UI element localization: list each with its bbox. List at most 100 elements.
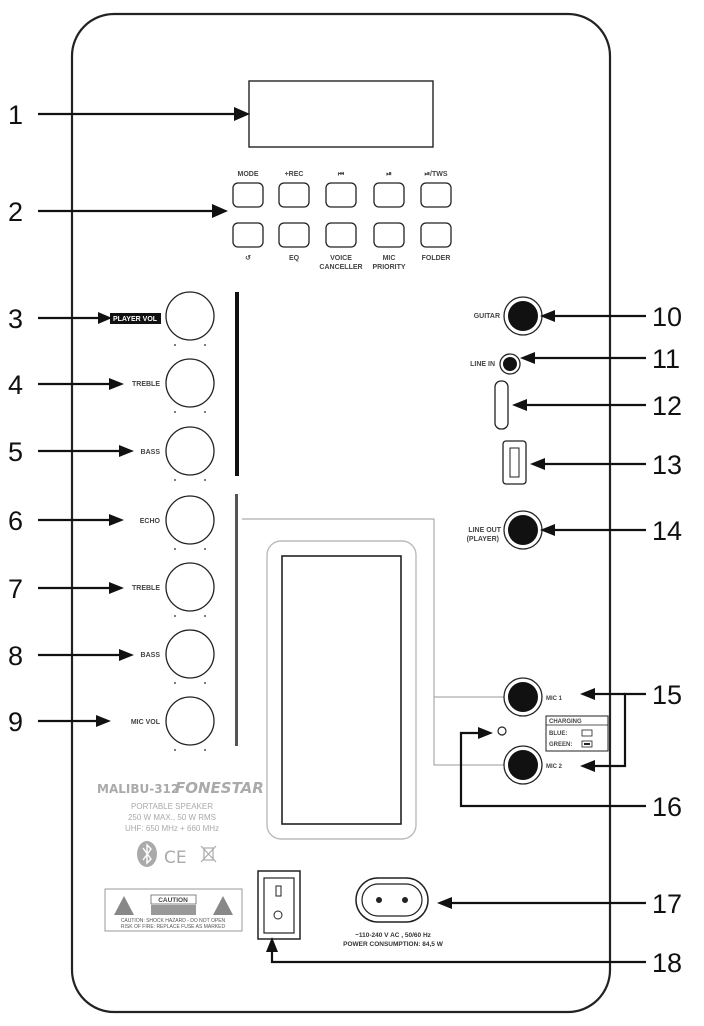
button-label-canceller: CANCELLER [319, 264, 362, 271]
jack-label-guitar: GUITAR [474, 313, 500, 320]
mic-route-line-bottom [433, 697, 505, 766]
power-spec-line2: POWER CONSUMPTION: 84,5 W [343, 941, 444, 948]
charging-title: CHARGING [549, 719, 582, 725]
knob-label-mic-treble: TREBLE [132, 585, 160, 592]
mic-section-bar [235, 494, 238, 746]
display-screen [248, 80, 434, 148]
callout-number-4: 4 [8, 370, 23, 400]
panel-outline [70, 12, 612, 1014]
caution-text2: RISK OF FIRE: REPLACE FUSE AS MARKED [121, 924, 226, 930]
button-label-voice: VOICE [330, 255, 352, 262]
power-spec-line1: ~110-240 V AC , 50/60 Hz [355, 932, 432, 939]
button-label-repeat: ↺ [245, 255, 251, 262]
button-label-mode: MODE [238, 171, 259, 178]
knob-label-echo: ECHO [140, 518, 161, 525]
caution-title-box [150, 894, 197, 905]
callout-number-18: 18 [652, 948, 682, 978]
brand-line3: UHF: 650 MHz + 660 MHz [125, 824, 219, 833]
jack-label-mic1: MIC 1 [546, 696, 563, 702]
button-label-mic: MIC [383, 255, 396, 262]
callout-number-3: 3 [8, 304, 23, 334]
callout-number-6: 6 [8, 506, 23, 536]
callout-number-8: 8 [8, 641, 23, 671]
jack-label-line-in: LINE IN [470, 361, 495, 368]
button-play-pause[interactable] [373, 182, 405, 208]
charging-green-label: GREEN: [549, 742, 572, 748]
knob-label-player-treble: TREBLE [132, 381, 160, 388]
button-label-prev: ⏮ [338, 171, 345, 178]
power-off-mark-icon [273, 910, 283, 920]
button-eq[interactable] [278, 222, 310, 248]
button-rec[interactable] [278, 182, 310, 208]
callout-number-17: 17 [652, 889, 682, 919]
brand-line1: PORTABLE SPEAKER [131, 802, 213, 811]
power-switch[interactable] [263, 877, 295, 934]
button-mode[interactable] [232, 182, 264, 208]
button-next-tws[interactable] [420, 182, 452, 208]
jack-mic2[interactable] [508, 750, 538, 780]
callout-number-15: 15 [652, 680, 682, 710]
caution-text1: CAUTION: SHOCK HAZARD - DO NOT OPEN [121, 918, 226, 924]
sd-card-slot[interactable] [494, 380, 509, 430]
knob-player-treble[interactable] [165, 358, 215, 413]
caution-bar [151, 905, 196, 915]
callout-arrows-right [266, 310, 646, 964]
button-mic-priority[interactable] [373, 222, 405, 248]
ac-socket[interactable] [361, 883, 423, 917]
brand-model: MALIBU-312 [97, 782, 179, 796]
mic-route-line-top [242, 518, 505, 698]
battery-full-fill [584, 743, 590, 745]
callout-number-16: 16 [652, 792, 682, 822]
charging-led [497, 726, 507, 736]
button-label-priority: PRIORITY [372, 264, 405, 271]
ac-socket-pin-left [376, 897, 382, 903]
jack-line-in[interactable] [503, 357, 517, 371]
jack-guitar[interactable] [508, 301, 538, 331]
ce-mark-icon: CE [164, 848, 187, 868]
callout-number-1: 1 [8, 100, 23, 130]
player-vol-label-bg [110, 313, 161, 324]
knob-mic-vol[interactable] [165, 696, 215, 751]
button-label-eq: EQ [289, 255, 300, 262]
power-on-mark-icon [275, 885, 282, 897]
caution-title: CAUTION [158, 897, 188, 904]
warning-triangle-right-icon [213, 896, 233, 915]
usb-port-inner [509, 447, 520, 478]
knob-player-vol[interactable] [165, 291, 215, 346]
knob-echo[interactable] [165, 495, 215, 550]
jack-label-line-out-sub: (PLAYER) [467, 536, 499, 543]
knob-mic-bass[interactable] [165, 629, 215, 684]
callout-number-7: 7 [8, 574, 23, 604]
callout-number-12: 12 [652, 391, 682, 421]
battery-compartment-inner [281, 555, 402, 825]
jack-label-mic2: MIC 2 [546, 764, 563, 770]
jack-mic1[interactable] [508, 682, 538, 712]
knob-label-mic-vol: MIC VOL [131, 719, 161, 726]
callout-number-11: 11 [652, 344, 680, 374]
jack-line-out[interactable] [508, 515, 538, 545]
button-voice-canceller[interactable] [325, 222, 357, 248]
button-label-rec: +REC [285, 171, 304, 178]
charging-legend-box [545, 715, 609, 752]
callout-number-14: 14 [652, 516, 682, 546]
button-label-next-tws: ⏯/TWS [424, 171, 447, 178]
knob-label-player-bass: BASS [141, 449, 161, 456]
button-label-folder: FOLDER [422, 255, 451, 262]
callout-number-13: 13 [652, 450, 682, 480]
button-prev[interactable] [325, 182, 357, 208]
button-label-play-pause: ⏯ [386, 171, 392, 178]
knob-mic-treble[interactable] [165, 562, 215, 617]
callout-number-2: 2 [8, 197, 23, 227]
knob-player-bass[interactable] [165, 426, 215, 481]
weee-bin-icon [200, 845, 217, 863]
charging-blue-label: BLUE: [549, 731, 567, 737]
brand-line2: 250 W MAX., 50 W RMS [128, 813, 216, 822]
knob-label-mic-bass: BASS [141, 652, 161, 659]
callout-number-9: 9 [8, 707, 23, 737]
button-repeat[interactable] [232, 222, 264, 248]
button-folder[interactable] [420, 222, 452, 248]
warning-triangle-left-icon [114, 896, 134, 915]
ac-socket-pin-right [402, 897, 408, 903]
callout-number-10: 10 [652, 302, 682, 332]
